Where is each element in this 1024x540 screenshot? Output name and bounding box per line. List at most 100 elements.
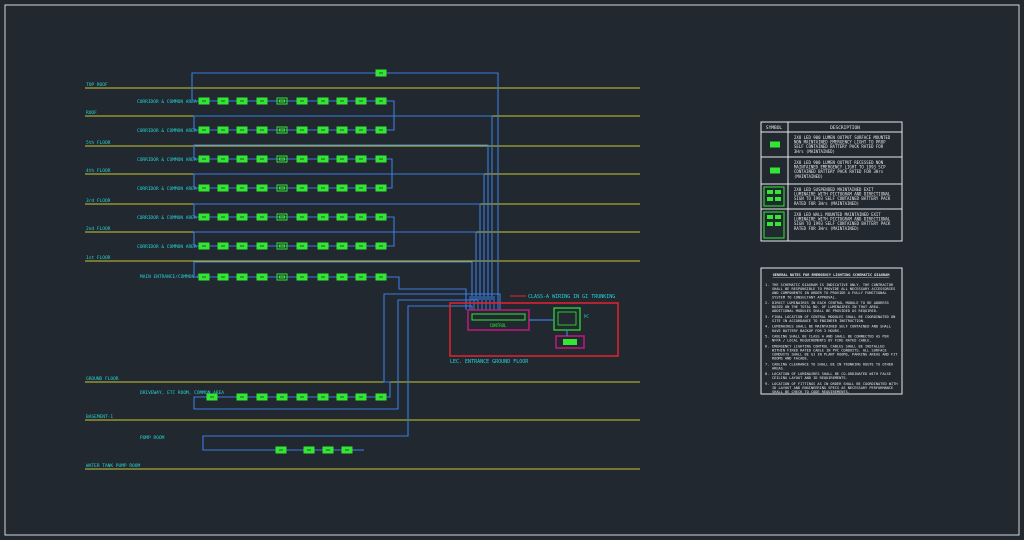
legend-symbol — [770, 167, 780, 174]
legend-rows: 2X8 LED 900 LUMEN OUTPUT SURFACE MOUNTED… — [761, 135, 902, 242]
legend-description-line: RATED FOR 3Hrs (MAINTAINED) — [794, 226, 859, 231]
note-text-line: CABLING SHALL BE CLASS A AND SHALL BE CO… — [772, 335, 890, 339]
legend-symbol-part — [775, 190, 781, 194]
legend-symbol — [763, 186, 785, 207]
wire-run — [193, 261, 473, 300]
legend-description-line: SELF CONTAINED BATTERY PACK RATED FOR — [794, 144, 884, 149]
note-number: 9. — [765, 382, 769, 386]
note-text: CABLING SHALL BE CLASS A AND SHALL BE CO… — [772, 335, 890, 343]
note-text-line: SHALL BE RESPONSIBLE TO PROVIDE ALL NECE… — [772, 287, 895, 291]
note-text-line: HAVE BATTERY BACKUP FOR 3 HOURS. — [772, 329, 841, 333]
legend-description-line: MAINTAINED EMERGENCY LIGHT TO 1993 SCP — [794, 165, 886, 170]
note-text-line: WITHIN FIRED RATED CABLE IN PVC CONDUITS… — [772, 348, 887, 352]
note-text-line: ADDITIONAL MODULES SHALL BE PROVIDED AS … — [772, 309, 878, 313]
wire-note: CLASS-A WIRING IN GI TRUNKING — [528, 294, 615, 300]
exit-luminaire — [276, 184, 288, 192]
wire-run — [202, 305, 473, 451]
wire-run — [386, 276, 467, 310]
legend-description-line: NON MAINTAINED EMERGENCY LIGHT TO PROP — [794, 140, 886, 145]
notes-frame — [760, 267, 903, 395]
note-text-line: AREAS. — [772, 366, 785, 370]
wiring-runs — [191, 72, 501, 451]
zone-label: CORRIDOR & COMMON AREA — [137, 157, 197, 163]
note-number: 5. — [765, 335, 769, 339]
exit-luminaire — [276, 242, 288, 250]
zone-label: CORRIDOR & COMMON AREA — [137, 215, 197, 221]
floor-label: 2nd FLOOR — [86, 226, 111, 232]
note-text-line: CABLING CLEARANCE TO SHALL BE IN TRUNKIN… — [772, 362, 894, 366]
wire-run — [193, 203, 481, 300]
notes-title: GENERAL NOTES FOR EMERGENCY LIGHTING SCH… — [773, 273, 891, 277]
note-text: LOCATION OF FITTINGS AS IN ORDER SHALL B… — [772, 382, 898, 394]
floor-label: 5th FLOOR — [86, 140, 111, 146]
control-unit-display — [471, 313, 526, 321]
exit-luminaire — [276, 126, 288, 134]
note-text-line: FINAL LOCATION OF CENTRAL MODULES SHALL … — [772, 315, 895, 319]
wire-run — [193, 231, 477, 300]
legend-description-line: 2X8 LED 900 LUMEN OUTPUT RECESSED NON — [794, 160, 884, 165]
note-text-line: LOCATION OF FITTINGS AS IN ORDER SHALL B… — [772, 382, 898, 386]
note-text-line: CONDUITS SHALL BE GI IN PLANT ROOMS, PAR… — [772, 353, 898, 357]
note-text-line: ROOMS AND FACADE. — [772, 357, 809, 361]
note-number: 4. — [765, 325, 769, 329]
note-text: DIRECT LUMINAIRES IN EACH CENTRAL MODULE… — [772, 301, 889, 313]
legend-symbol-part — [767, 190, 773, 194]
note-text-line: NFPA / LOCAL REQUIREMENTS BY FIRE RATED … — [772, 339, 872, 343]
note-text-line: DIRECT LUMINAIRES IN EACH CENTRAL MODULE… — [772, 301, 889, 305]
zone-label: CORRIDOR & COMMON AREA — [137, 244, 197, 250]
legend-symbol — [770, 141, 780, 148]
floor-label: BASEMENT-1 — [86, 414, 113, 420]
note-text: THE SCHEMATIC DIAGRAM IS INDICATIVE ONLY… — [772, 283, 895, 299]
legend-description-line: LUMINAIRE WITH PICTOGRAM AND DIRECTIONAL — [794, 217, 891, 222]
legend-description-line: (MAINTAINED) — [794, 174, 823, 179]
note-text: LUMINAIRES SHALL BE MAINTAINED SELF CONT… — [772, 325, 891, 333]
legend-symbol — [763, 211, 785, 239]
legend-description-line: SIGN TO 1993 SELF CONTAINED BATTERY PACK — [794, 196, 891, 201]
pc-screen — [557, 311, 577, 326]
legend-description-line: LUMINAIRE WITH PICTOGRAM AND DIRECTIONAL — [794, 192, 891, 197]
note-number: 3. — [765, 315, 769, 319]
floor-label: WATER TANK PUMP ROOM — [86, 463, 140, 469]
legend-description-line: 2X8 LED SUSPENDED MAINTAINED EXIT — [794, 187, 874, 192]
floor-label: GROUND FLOOR — [86, 376, 119, 382]
panel-room-label: LEC. ENTRANCE GROUND FLOOR — [450, 359, 529, 365]
wire-run — [193, 115, 493, 300]
note-text-line: LOCATION OF LUMINAIRES SHALL BE CO-ORDIN… — [772, 372, 891, 376]
exit-luminaire — [276, 273, 288, 281]
panel-room-box — [449, 302, 619, 357]
note-text-line: BASED ON THE TOTAL NO. OF LUMINAIRES IN … — [772, 305, 880, 309]
notes-items: 1.THE SCHEMATIC DIAGRAM IS INDICATIVE ON… — [765, 283, 898, 394]
panel-unit-2[interactable] — [555, 335, 585, 349]
legend-header-description: DESCRIPTION — [830, 125, 860, 131]
wire-run — [191, 72, 499, 300]
legend-description-line: 2X8 LED WALL MOUNTED MAINTAINED EXIT — [794, 212, 881, 217]
legend-symbol-part — [775, 222, 781, 226]
note-text: CABLING CLEARANCE TO SHALL BE IN TRUNKIN… — [772, 362, 894, 370]
legend-symbol-part — [775, 215, 781, 219]
panel-unit-2-module — [563, 339, 577, 345]
floor-label: 3rd FLOOR — [86, 198, 111, 204]
note-text: FINAL LOCATION OF CENTRAL MODULES SHALL … — [772, 315, 895, 323]
note-number: 6. — [765, 344, 769, 348]
note-text-line: SHALL BE CHECK TO CODE REQUIREMENTS. — [772, 390, 850, 394]
light-fittings — [198, 69, 387, 454]
note-text-line: LUMINAIRES SHALL BE MAINTAINED SELF CONT… — [772, 325, 891, 329]
zone-label: CORRIDOR & COMMON AREA — [137, 186, 197, 192]
floor-label: TOP ROOF — [86, 82, 108, 88]
legend-symbol-part — [767, 215, 773, 219]
note-text-line: SITE IN ACCORDANCE TO ENGINEER INSTRUCTI… — [772, 319, 865, 323]
note-text-line: AND COMPONENTS IN ORDER TO PROVIDE A FUL… — [772, 291, 887, 295]
zone-label: PUMP ROOM — [140, 435, 165, 441]
exit-luminaire — [276, 213, 288, 221]
legend-description-line: 3Hrs (MAINTAINED) — [794, 149, 835, 154]
zone-labels: CORRIDOR & COMMON AREA CORRIDOR & COMMON … — [137, 99, 224, 441]
wire-run — [193, 144, 489, 300]
note-text-line: THE SCHEMATIC DIAGRAM IS INDICATIVE ONLY… — [772, 283, 894, 287]
drawing-border — [4, 4, 1020, 536]
legend-description-line: SIGN TO 1993 SELF CONTAINED BATTERY PACK — [794, 221, 891, 226]
legend-description: 2X8 LED 900 LUMEN OUTPUT SURFACE MOUNTED… — [794, 135, 891, 154]
